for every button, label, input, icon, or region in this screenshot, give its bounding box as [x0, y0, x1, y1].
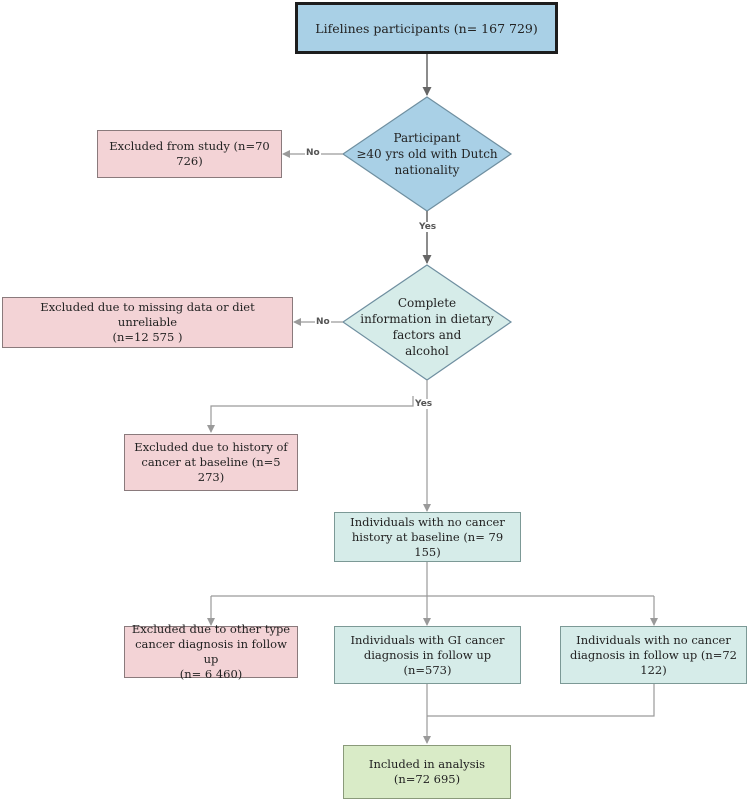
- excluded-from-study-box: Excluded from study (n=70 726): [97, 130, 282, 178]
- arrow-to-excluded-history: [207, 396, 414, 433]
- decision-text-age: Participant ≥40 yrs old with Dutch natio…: [356, 131, 498, 177]
- label-no-1: No: [305, 148, 321, 158]
- included-analysis-box: Included in analysis (n=72 695): [343, 745, 511, 799]
- no-cancer-followup-box: Individuals with no cancer diagnosis in …: [560, 626, 747, 684]
- excluded-other-cancer-box: Excluded due to other type cancer diagno…: [124, 622, 298, 681]
- excluded-missing-data-box: Excluded due to missing data or diet unr…: [2, 297, 293, 348]
- connector-no-cancer-merge: [427, 684, 655, 717]
- start-box-participants: Lifelines participants (n= 167 729): [295, 2, 558, 54]
- gi-cancer-box: Individuals with GI cancer diagnosis in …: [334, 626, 521, 684]
- excluded-history-box: Excluded due to history of cancer at bas…: [124, 434, 298, 491]
- label-yes-1: Yes: [418, 222, 438, 232]
- start-text: Lifelines participants (n= 167 729): [315, 20, 538, 36]
- label-no-2: No: [315, 317, 331, 327]
- decision-text-dietary: Complete information in dietary factors …: [360, 296, 494, 358]
- label-yes-2: Yes: [414, 399, 434, 409]
- no-cancer-history-box: Individuals with no cancer history at ba…: [334, 512, 521, 562]
